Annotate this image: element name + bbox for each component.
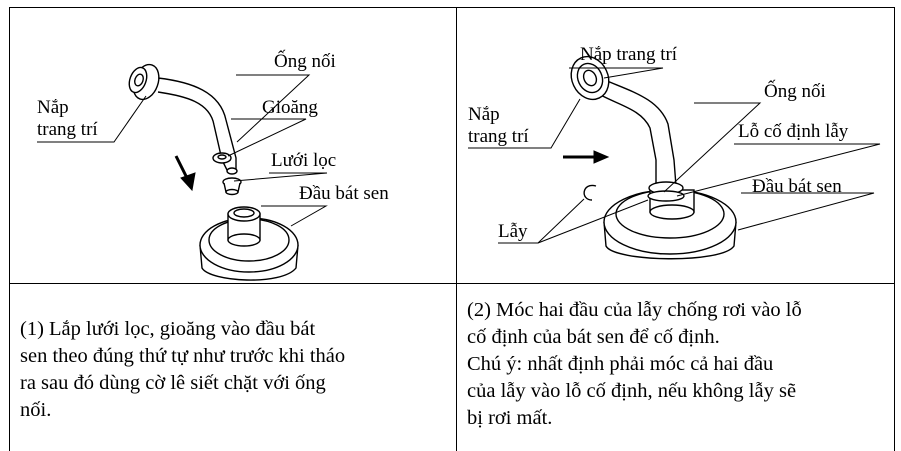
- label-nap-trang-tri-line2: trang trí: [37, 119, 98, 140]
- label-dau-bat-sen: Đầu bát sen: [752, 176, 842, 197]
- frame-top-border: [9, 7, 894, 8]
- left-caption-line: sen theo đúng thứ tự như trước khi tháo: [20, 345, 346, 367]
- label-luoi-loc: Lưới lọc: [271, 150, 337, 171]
- frame-right-border: [894, 7, 895, 451]
- right-caption: (2) Móc hai đầu của lẫy chống rơi vào lỗ…: [467, 297, 885, 432]
- left-caption: (1) Lắp lưới lọc, gioăng vào đầu bát sen…: [20, 316, 444, 424]
- panel-divider: [456, 7, 457, 451]
- label-lay: Lẫy: [498, 221, 528, 242]
- left-caption-line: ra sau đó dùng cờ lê siết chặt với ống: [20, 372, 326, 394]
- right-caption-line: Chú ý: nhất định phải móc cả hai đầu: [467, 353, 774, 375]
- right-caption-line: bị rơi mất.: [467, 407, 553, 429]
- label-nap-trang-tri-top: Nắp trang trí: [580, 44, 678, 65]
- left-panel-separator: [9, 283, 456, 284]
- left-caption-line: nối.: [20, 399, 52, 421]
- right-caption-line: cố định của bát sen để cố định.: [467, 326, 720, 348]
- right-panel-separator: [457, 283, 894, 284]
- label-nap-trang-tri-line2: trang trí: [468, 126, 529, 147]
- label-ong-noi: Ống nối: [764, 81, 826, 102]
- frame-left-border: [9, 7, 10, 451]
- right-caption-line: (2) Móc hai đầu của lẫy chống rơi vào lỗ: [467, 299, 802, 321]
- right-caption-line: của lẫy vào lỗ cố định, nếu không lẫy sẽ: [467, 380, 797, 402]
- label-lo-co-dinh-lay: Lỗ cố định lẫy: [738, 121, 849, 142]
- label-nap-trang-tri-line1: Nắp: [37, 97, 69, 118]
- label-ong-noi: Ống nối: [274, 51, 336, 72]
- label-gioang: Gioăng: [262, 97, 318, 118]
- label-nap-trang-tri-line1: Nắp: [468, 104, 500, 125]
- label-dau-bat-sen: Đầu bát sen: [299, 183, 389, 204]
- left-caption-line: (1) Lắp lưới lọc, gioăng vào đầu bát: [20, 318, 316, 340]
